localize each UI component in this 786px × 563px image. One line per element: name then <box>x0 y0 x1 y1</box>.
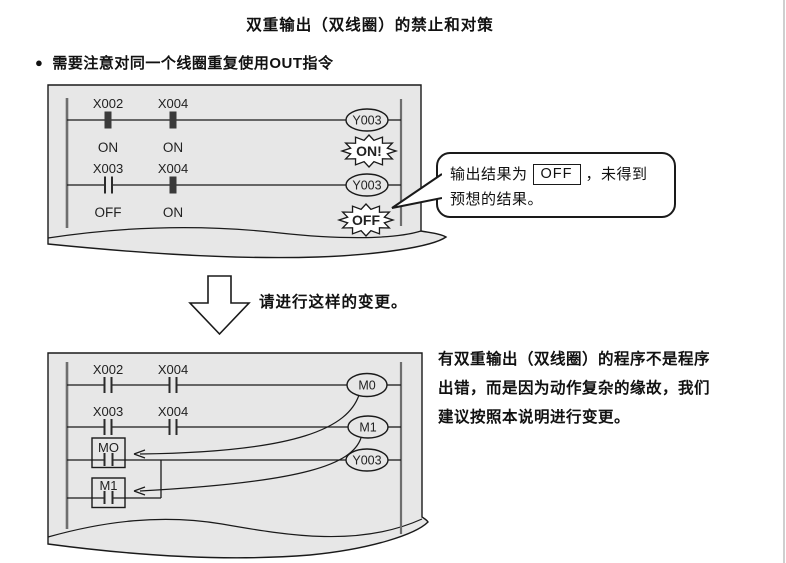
box-label: M1 <box>99 478 117 493</box>
bullet-text: 需要注意对同一个线圈重复使用OUT指令 <box>52 55 334 72</box>
feedback-curve-m0 <box>133 394 360 459</box>
rung-4: M1 <box>67 477 161 509</box>
rung-1: X002 X004 M0 <box>67 362 401 398</box>
note-line: 出错，而是因为动作复杂的缘故，我们 <box>438 380 711 397</box>
coil-label: Y003 <box>352 114 381 128</box>
burst-text: OFF <box>352 212 380 228</box>
off-value-box: OFF <box>532 164 581 185</box>
feedback-curve-m1 <box>133 437 362 496</box>
burst-off-icon: OFF <box>338 203 394 237</box>
callout-text-after: ，未得到 <box>585 166 648 183</box>
bullet-icon: ● <box>35 55 44 70</box>
contact-label: X003 <box>93 404 123 419</box>
note-line: 建议按照本说明进行变更。 <box>438 409 631 426</box>
rung-2: X003 X004 M1 <box>67 404 401 439</box>
burst-on-icon: ON! <box>341 134 397 168</box>
torn-edge-line <box>47 518 423 538</box>
contact-x004-closed <box>169 176 177 194</box>
arrowhead-icon <box>133 486 146 496</box>
contact-label: X004 <box>158 404 188 419</box>
callout-tail <box>391 173 442 209</box>
callout-line-1: 输出结果为 OFF ，未得到 <box>450 162 674 187</box>
coil-label: M1 <box>359 421 376 435</box>
contact-label: X004 <box>158 96 188 111</box>
state-label: ON <box>163 205 183 220</box>
page-title: 双重输出（双线圈）的禁止和对策 <box>246 17 494 34</box>
torn-edge-line <box>47 227 422 239</box>
contact-x004-closed <box>169 111 177 129</box>
rung-1: X002 X004 ON ON Y003 ON! <box>67 96 401 168</box>
down-arrow-icon <box>188 275 251 336</box>
contact-label: X002 <box>93 96 123 111</box>
contact-label: X004 <box>158 362 188 377</box>
rung-2: X003 X004 OFF ON Y003 OFF <box>67 161 401 237</box>
callout-text-before: 输出结果为 <box>450 166 528 183</box>
box-label: MO <box>98 440 119 455</box>
m1-contact-box <box>91 477 126 509</box>
mo-contact-box <box>91 437 126 469</box>
contact-label: X002 <box>93 362 123 377</box>
coil-label: Y003 <box>352 179 381 193</box>
paper-sheet <box>47 352 429 559</box>
transition-label: 请进行这样的变更。 <box>259 294 408 311</box>
bullet-heading: ● 需要注意对同一个线圈重复使用OUT指令 <box>35 52 334 73</box>
coil-label: M0 <box>358 379 375 393</box>
state-label: ON <box>98 140 118 155</box>
burst-text: ON! <box>356 143 382 159</box>
ladder-diagram-before: X002 X004 ON ON Y003 ON! X003 X004 OFF O… <box>47 84 448 259</box>
note-paragraph: 有双重输出（双线圈）的程序不是程序 出错，而是因为动作复杂的缘故，我们 建议按照… <box>438 345 783 432</box>
state-label: OFF <box>95 205 122 220</box>
contact-label: X003 <box>93 161 123 176</box>
coil-label: Y003 <box>352 454 381 468</box>
state-label: ON <box>163 140 183 155</box>
contact-x002-closed <box>104 111 112 129</box>
page-right-border <box>783 0 785 563</box>
ladder-diagram-after: X002 X004 M0 X003 X004 M1 MO Y003 <box>47 352 429 559</box>
callout-bubble: 输出结果为 OFF ，未得到 预想的结果。 <box>436 152 676 218</box>
arrowhead-icon <box>133 449 146 459</box>
contact-label: X004 <box>158 161 188 176</box>
callout-line-2: 预想的结果。 <box>450 191 544 208</box>
note-line: 有双重输出（双线圈）的程序不是程序 <box>438 351 711 368</box>
rung-3: MO Y003 <box>67 437 401 472</box>
